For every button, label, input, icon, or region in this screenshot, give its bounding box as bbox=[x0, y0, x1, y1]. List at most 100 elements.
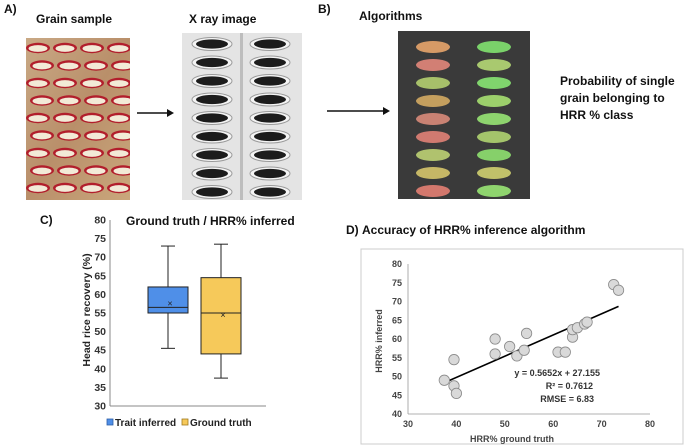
scatter-point bbox=[559, 346, 571, 358]
xray-grain bbox=[254, 113, 286, 123]
grain-kernel bbox=[113, 62, 130, 70]
xray-title: X ray image bbox=[189, 12, 257, 26]
algorithm-output-image bbox=[398, 31, 530, 199]
regression-equation: y = 0.5652x + 27.155 bbox=[514, 368, 600, 378]
classified-grain bbox=[477, 167, 511, 179]
box-iqr bbox=[200, 277, 242, 355]
grain-kernel bbox=[59, 62, 79, 70]
classified-grain bbox=[477, 95, 511, 107]
classified-grain bbox=[477, 131, 511, 143]
scatter-point bbox=[489, 333, 501, 345]
y-tick-label: 60 bbox=[392, 334, 402, 344]
grain-kernel bbox=[59, 167, 79, 175]
grain-kernel bbox=[109, 185, 129, 192]
grain-kernel bbox=[109, 115, 129, 122]
grain-kernel bbox=[109, 150, 129, 157]
grain-kernel bbox=[86, 167, 106, 175]
r-squared: R² = 0.7612 bbox=[546, 381, 593, 391]
grain-kernel bbox=[59, 97, 79, 105]
panel-c-label: C) bbox=[40, 213, 53, 227]
xray-grain bbox=[254, 57, 286, 68]
y-tick-label: 40 bbox=[94, 363, 106, 375]
probability-line: HRR % class bbox=[560, 108, 634, 122]
x-tick-label: 60 bbox=[548, 419, 558, 429]
legend-swatch-ground-truth bbox=[181, 418, 189, 426]
classified-grain bbox=[477, 77, 511, 89]
xray-grain bbox=[196, 94, 228, 105]
y-tick-label: 55 bbox=[94, 308, 106, 320]
classified-grain bbox=[416, 185, 450, 197]
classified-grain bbox=[416, 41, 450, 53]
grain-kernel bbox=[82, 185, 102, 192]
y-tick-label: 45 bbox=[94, 345, 106, 357]
xray-grain bbox=[196, 76, 228, 86]
rmse: RMSE = 6.83 bbox=[540, 394, 594, 404]
legend: Trait inferred Ground truth bbox=[106, 418, 252, 429]
classified-grain bbox=[416, 113, 450, 125]
y-tick-label: 50 bbox=[94, 326, 106, 338]
grain-kernel bbox=[55, 150, 75, 157]
scatter-point bbox=[520, 327, 533, 339]
algorithms-title: Algorithms bbox=[359, 9, 423, 23]
classified-grain bbox=[477, 185, 511, 197]
grain-kernel bbox=[55, 185, 75, 192]
y-tick-label: 50 bbox=[392, 372, 402, 382]
x-tick-label: 80 bbox=[645, 419, 655, 429]
x-tick-label: 70 bbox=[597, 419, 607, 429]
grain-kernel bbox=[82, 80, 102, 87]
grain-kernel bbox=[109, 80, 129, 87]
grain-kernel bbox=[82, 115, 102, 122]
y-tick-label: 40 bbox=[392, 409, 402, 419]
xray-grain bbox=[196, 187, 228, 197]
grain-kernel bbox=[28, 115, 48, 122]
grain-kernel bbox=[109, 45, 129, 52]
scatter-point bbox=[489, 348, 501, 360]
classified-grain bbox=[477, 113, 511, 125]
grain-kernel bbox=[86, 132, 106, 140]
classified-grain bbox=[477, 41, 511, 53]
y-tick-label: 55 bbox=[392, 353, 402, 363]
xray-grain bbox=[254, 39, 286, 49]
y-axis-label: HRR% inferred bbox=[374, 309, 384, 373]
xray-grain bbox=[254, 76, 286, 86]
grain-kernel bbox=[82, 45, 102, 52]
plot-frame bbox=[360, 248, 684, 445]
y-tick-label: 35 bbox=[94, 382, 106, 394]
grain-kernel bbox=[86, 62, 106, 70]
scatter-point bbox=[504, 340, 516, 353]
x-tick-label: 30 bbox=[403, 419, 413, 429]
y-axis-label: Head rice recovery (%) bbox=[81, 253, 93, 366]
x-tick-label: 40 bbox=[451, 419, 461, 429]
xray-grain bbox=[196, 113, 228, 123]
scatter-point bbox=[612, 284, 625, 296]
classified-grain bbox=[477, 149, 511, 161]
grain-kernel bbox=[28, 45, 48, 52]
legend-label-ground-truth: Ground truth bbox=[190, 418, 252, 429]
xray-grain bbox=[196, 168, 228, 179]
probability-line: grain belonging to bbox=[560, 91, 665, 105]
y-tick-label: 80 bbox=[392, 259, 402, 269]
y-tick-label: 45 bbox=[392, 390, 402, 400]
box-iqr bbox=[147, 286, 189, 314]
grain-sample-title: Grain sample bbox=[36, 12, 113, 26]
xray-grain bbox=[196, 150, 228, 160]
grain-kernel bbox=[32, 97, 52, 105]
y-tick-label: 75 bbox=[392, 278, 402, 288]
box-mean-marker: × bbox=[167, 299, 172, 309]
scatter-point bbox=[438, 374, 450, 386]
grain-kernel bbox=[55, 45, 75, 52]
grain-kernel bbox=[82, 150, 102, 157]
box-mean-marker: × bbox=[220, 310, 225, 320]
scatter-point bbox=[518, 344, 530, 356]
xray-grain bbox=[254, 150, 286, 160]
arrow-right-icon bbox=[137, 109, 174, 117]
classified-grain bbox=[416, 59, 450, 71]
y-tick-label: 80 bbox=[94, 215, 106, 227]
grain-kernel bbox=[28, 150, 48, 157]
boxplot-title: Ground truth / HRR% inferred bbox=[126, 214, 295, 228]
grain-kernel bbox=[32, 167, 52, 175]
scatter-point bbox=[581, 316, 593, 328]
grain-kernel bbox=[55, 80, 75, 87]
